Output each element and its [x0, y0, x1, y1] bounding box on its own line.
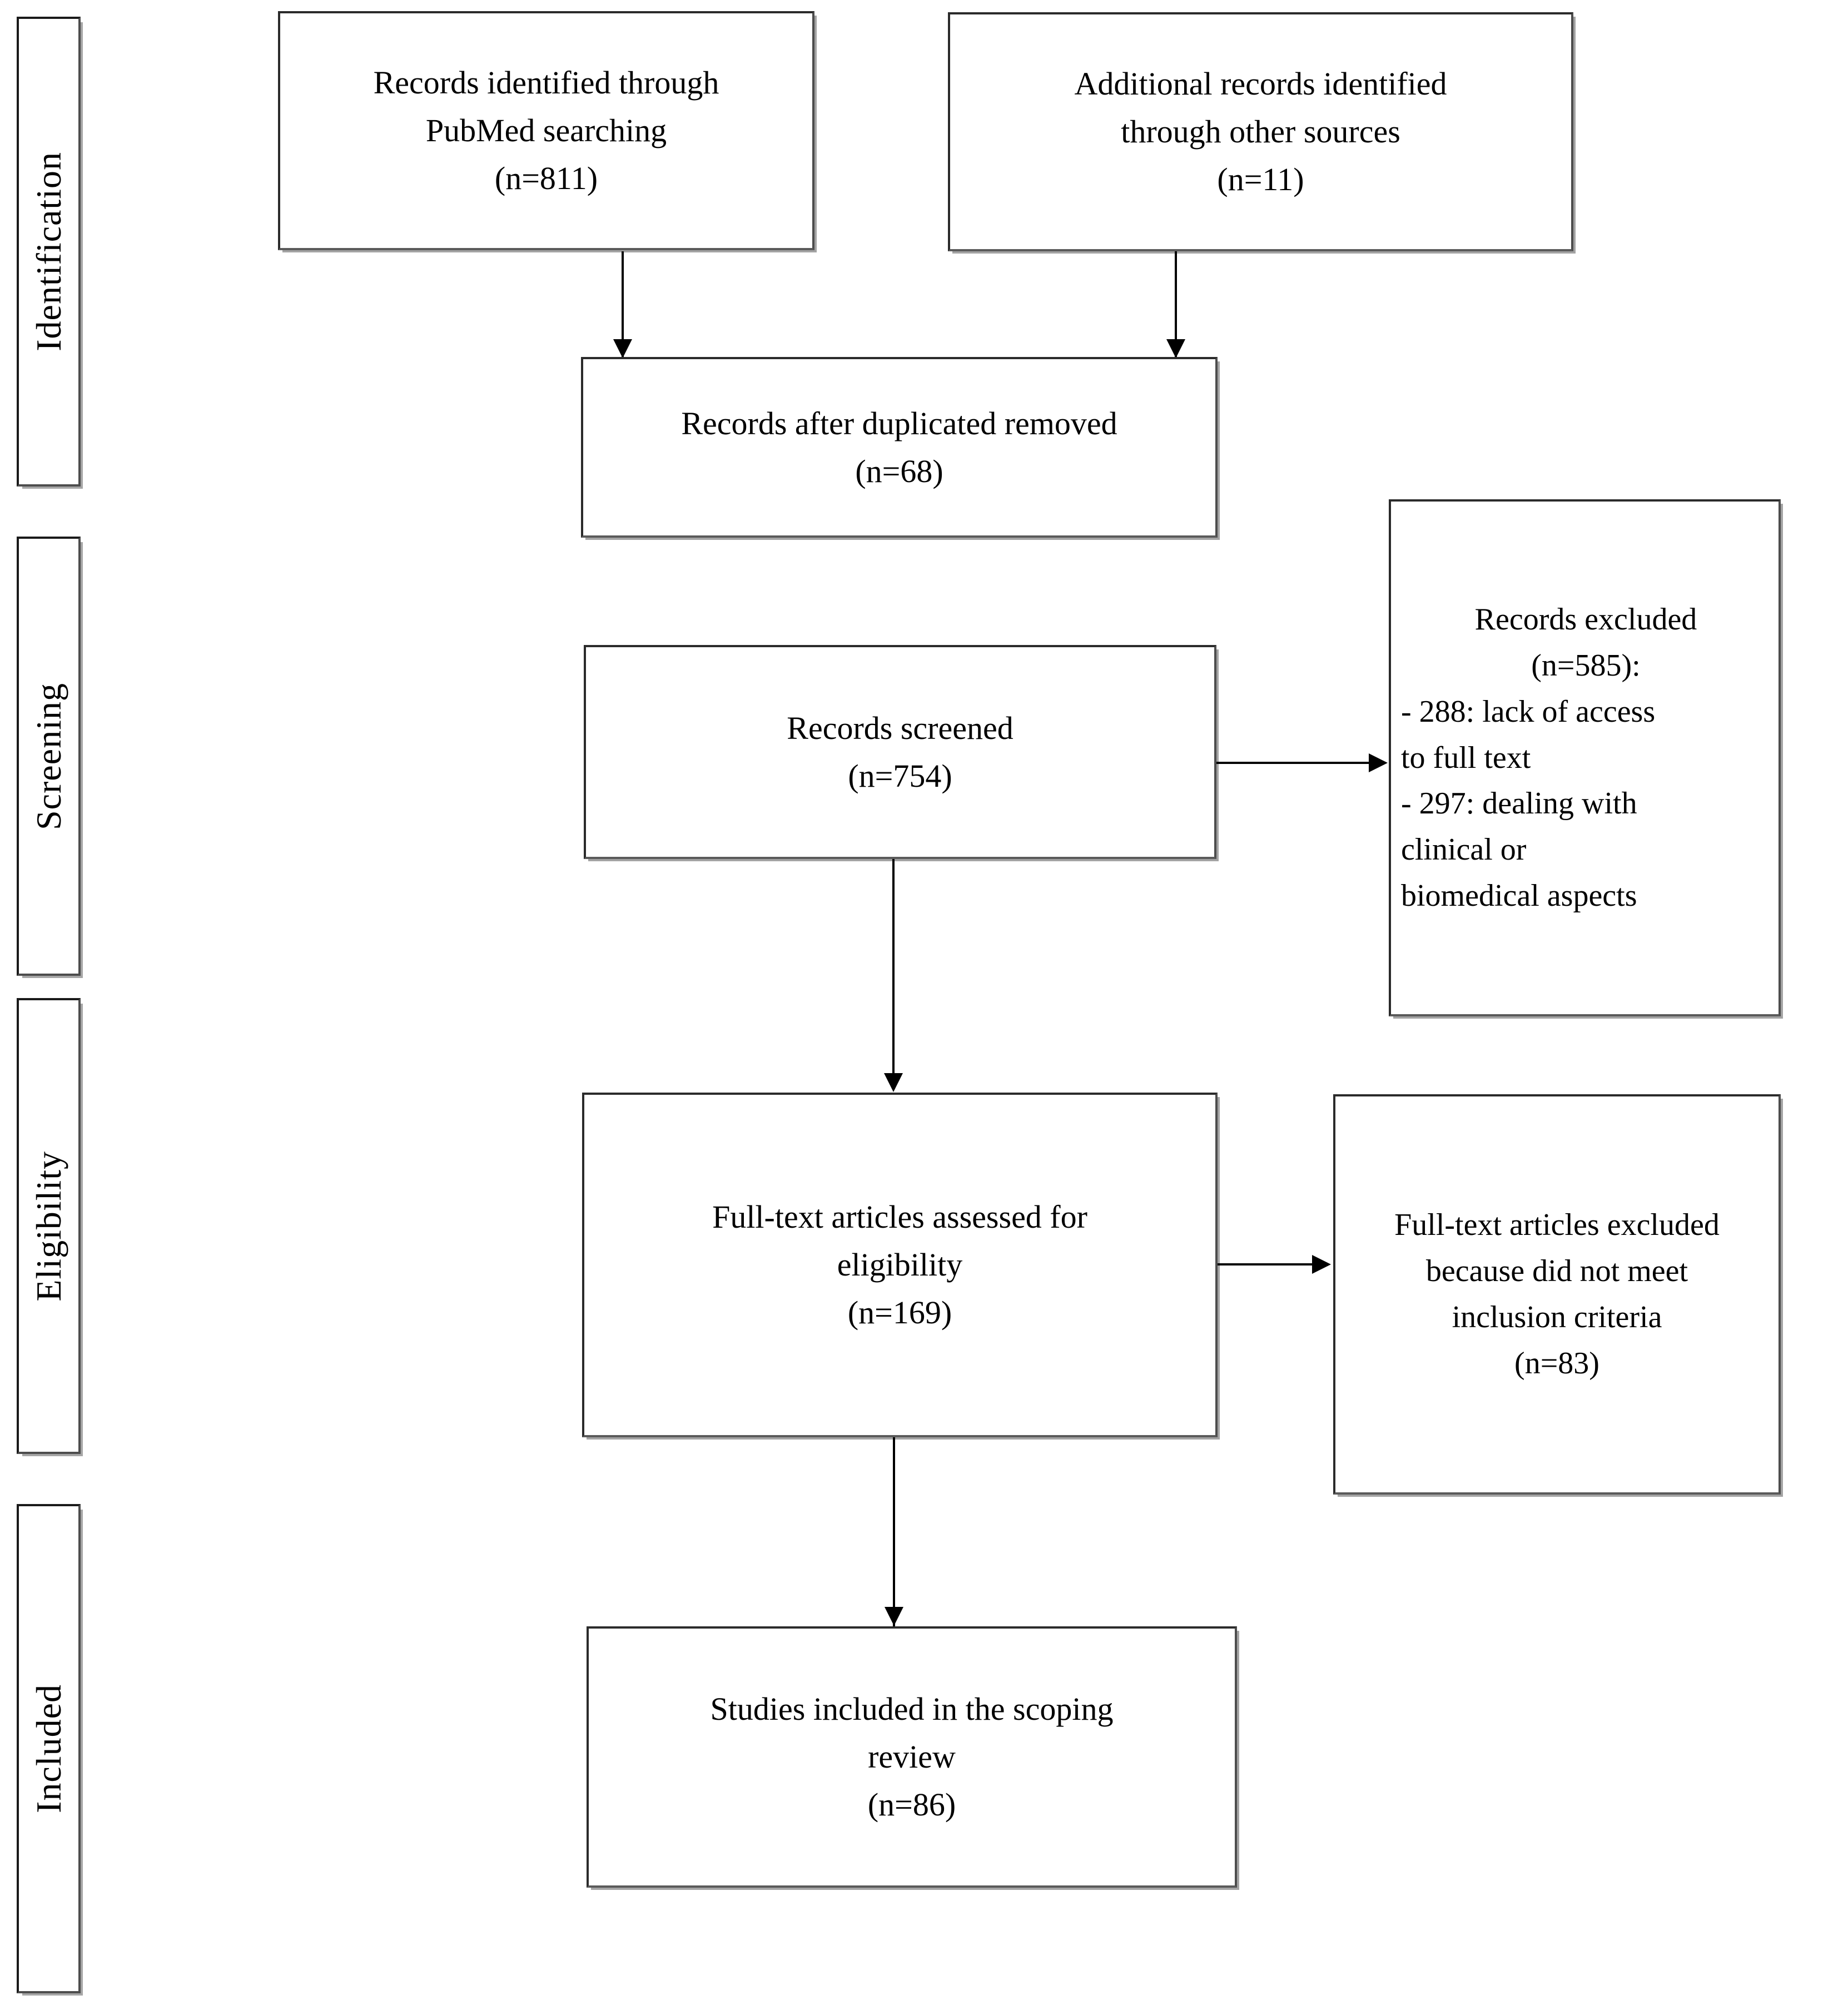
node-line: (n=811): [494, 160, 598, 196]
node-records-excluded: Records excluded (n=585): - 288: lack of…: [1389, 499, 1781, 1016]
stage-label-screening: Screening: [28, 682, 68, 830]
node-line: Records excluded: [1474, 602, 1697, 637]
connector-fulltext-to-included: [893, 1437, 895, 1626]
node-records-screened: Records screened (n=754): [584, 645, 1216, 859]
stage-label-included: Included: [28, 1684, 68, 1813]
node-line: review: [868, 1739, 956, 1775]
stage-label-identification: Identification: [28, 152, 68, 351]
node-records-identified-pubmed: Records identified through PubMed search…: [278, 11, 814, 250]
node-line: (n=86): [867, 1786, 956, 1823]
arrowhead-fulltext-to-included: [885, 1607, 903, 1626]
stage-box-included: Included: [17, 1504, 81, 1993]
node-line: (n=83): [1514, 1346, 1599, 1381]
node-line: (n=585):: [1531, 648, 1641, 683]
stage-box-eligibility: Eligibility: [17, 998, 81, 1454]
stage-box-identification: Identification: [17, 17, 81, 487]
arrowhead-pubmed-to-dedup: [613, 339, 632, 358]
node-line: - 288: lack of access: [1401, 694, 1656, 729]
node-line: PubMed searching: [425, 112, 667, 149]
connector-fulltext-to-excluded: [1218, 1263, 1315, 1265]
arrowhead-othersources-to-dedup: [1166, 339, 1185, 358]
node-line: (n=11): [1217, 161, 1304, 197]
connector-pubmed-to-dedup: [622, 251, 624, 357]
node-line: through other sources: [1121, 113, 1400, 150]
node-line: (n=754): [848, 757, 952, 794]
node-line: (n=169): [847, 1294, 952, 1331]
node-line: to full text: [1401, 740, 1531, 775]
arrowhead-screened-to-excluded: [1369, 753, 1388, 772]
arrowhead-screened-to-fulltext: [884, 1073, 903, 1092]
stage-box-screening: Screening: [17, 537, 81, 976]
node-fulltext-articles-assessed: Full-text articles assessed for eligibil…: [582, 1093, 1218, 1437]
connector-screened-to-excluded: [1216, 762, 1372, 764]
node-line: biomedical aspects: [1401, 879, 1637, 914]
node-line: clinical or: [1401, 832, 1527, 867]
node-line: Records screened: [787, 709, 1014, 746]
connector-screened-to-fulltext: [892, 859, 895, 1090]
stage-label-eligibility: Eligibility: [28, 1150, 68, 1302]
arrowhead-fulltext-to-excluded: [1312, 1255, 1331, 1274]
node-additional-records-other-sources: Additional records identified through ot…: [948, 12, 1573, 251]
node-line: Additional records identified: [1074, 66, 1447, 102]
connector-othersources-to-dedup: [1175, 251, 1177, 357]
node-records-after-duplicates-removed: Records after duplicated removed (n=68): [581, 357, 1218, 538]
node-line: - 297: dealing with: [1401, 786, 1637, 821]
node-line: Full-text articles excluded: [1394, 1208, 1720, 1243]
node-line: Records after duplicated removed: [681, 405, 1117, 441]
node-line: Studies included in the scoping: [710, 1691, 1114, 1728]
node-studies-included-scoping-review: Studies included in the scoping review (…: [587, 1626, 1237, 1888]
node-line: inclusion criteria: [1452, 1300, 1662, 1334]
node-line: Records identified through: [373, 64, 719, 101]
node-line: because did not meet: [1425, 1254, 1688, 1289]
node-fulltext-articles-excluded: Full-text articles excluded because did …: [1333, 1094, 1781, 1495]
node-line: Full-text articles assessed for: [712, 1199, 1087, 1235]
node-line: (n=68): [855, 453, 943, 489]
node-line: eligibility: [837, 1247, 963, 1283]
